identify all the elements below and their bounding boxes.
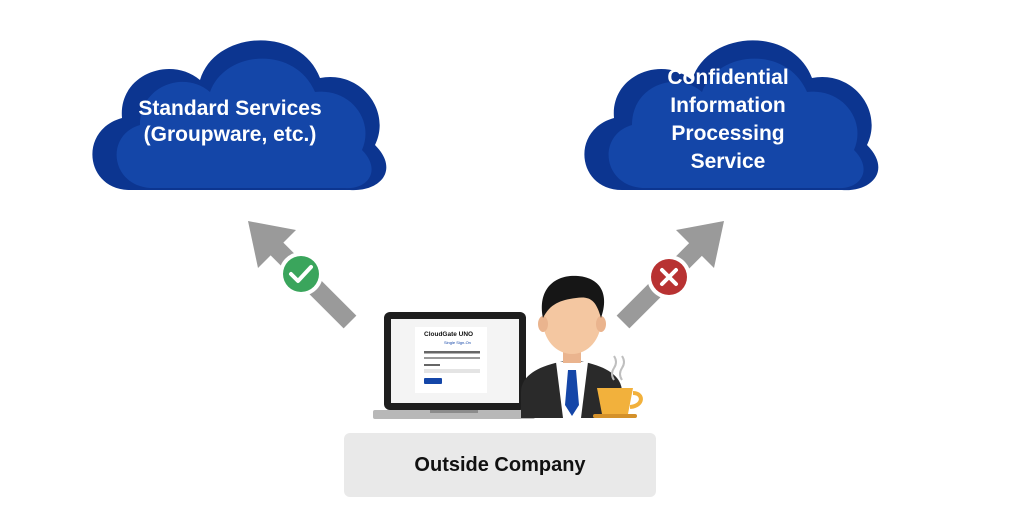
laptop-screen-subtitle: Single Sign-On <box>444 340 471 345</box>
cloud-label-line: (Groupware, etc.) <box>143 123 317 147</box>
cloud-label-line: Standard Services <box>138 97 322 120</box>
confidential-service-label: Confidential Information Processing Serv… <box>628 64 828 177</box>
coffee-cup-icon <box>593 355 643 418</box>
x-circle-icon <box>647 255 691 299</box>
laptop-screen-title: CloudGate UNO <box>424 331 474 338</box>
location-box: Outside Company <box>344 433 656 497</box>
cloud-label-line: Confidential <box>667 66 789 89</box>
cloud-label-line: Service <box>690 150 766 174</box>
businessman-icon <box>521 275 622 418</box>
standard-services-cloud <box>92 40 387 191</box>
location-label: Outside Company <box>414 453 586 476</box>
check-circle-icon <box>279 252 323 296</box>
cloud-label-line: Processing <box>671 122 785 146</box>
laptop-icon <box>373 312 535 419</box>
confidential-service-cloud <box>584 40 879 191</box>
cloud-label-line: Information <box>670 94 786 118</box>
standard-services-label: Standard Services (Groupware, etc.) <box>120 96 340 149</box>
